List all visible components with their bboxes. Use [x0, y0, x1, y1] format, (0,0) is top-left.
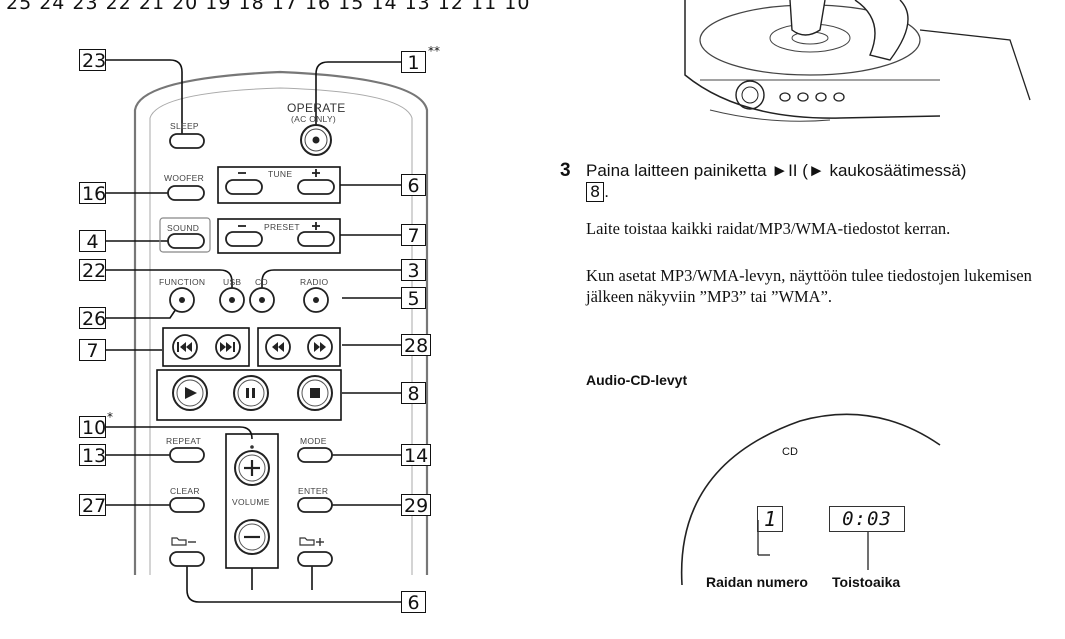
label-enter: ENTER: [298, 486, 329, 496]
label-ac-only: (AC ONLY): [291, 114, 337, 124]
callout-23: 23: [79, 49, 106, 72]
callout-1-mark: **: [428, 44, 440, 58]
label-tune: TUNE: [268, 169, 293, 179]
remote-illustration: [104, 59, 429, 603]
callout-6a: 6: [401, 174, 426, 197]
callout-5: 5: [401, 287, 426, 310]
top-callout-row: 25 24 23 22 21 20 19 18 17 16 15 14 13 1…: [6, 0, 531, 14]
paragraph-2: Kun asetat MP3/WMA-levyn, näyttöön tulee…: [586, 266, 1032, 306]
step-number: 3: [560, 160, 571, 181]
label-woofer: WOOFER: [164, 173, 205, 183]
label-radio: RADIO: [300, 277, 329, 287]
display-cd-label: CD: [782, 446, 798, 458]
label-preset: PRESET: [264, 222, 300, 232]
display-play-time: 0:03: [829, 506, 905, 532]
label-mode: MODE: [300, 436, 327, 446]
callout-13: 13: [79, 444, 106, 467]
label-operate: OPERATE: [287, 101, 346, 115]
section-heading: Audio-CD-levyt: [586, 372, 688, 388]
step-ref-box: 8: [586, 182, 605, 202]
callout-14: 14: [401, 444, 431, 467]
display-outline: [680, 413, 941, 586]
label-volume: VOLUME: [232, 497, 270, 507]
callout-16: 16: [79, 182, 106, 205]
callout-4: 4: [79, 230, 106, 253]
callout-26: 26: [79, 307, 106, 330]
callout-7b: 7: [79, 339, 106, 362]
step-text-a: Paina laitteen painiketta ►II (: [586, 161, 808, 180]
callout-10-mark: *: [107, 410, 113, 424]
callout-22: 22: [79, 259, 106, 282]
label-usb: USB: [223, 277, 242, 287]
label-sound: SOUND: [167, 223, 200, 233]
step-text-b: kaukosäätimessä): [824, 161, 967, 180]
display-track-number: 1: [757, 506, 783, 532]
callout-8: 8: [401, 382, 426, 405]
callout-1: 1: [401, 51, 426, 74]
callout-3: 3: [401, 259, 426, 282]
cd-player-illustration: [684, 0, 1031, 122]
label-function: FUNCTION: [159, 277, 206, 287]
label-cd: CD: [255, 277, 268, 287]
paragraph-1: Laite toistaa kaikki raidat/MP3/WMA-tied…: [586, 219, 951, 238]
label-repeat: REPEAT: [166, 436, 202, 446]
play-triangle-icon: ►: [807, 161, 825, 180]
callout-6b: 6: [401, 591, 426, 614]
callout-27: 27: [79, 494, 106, 517]
label-clear: CLEAR: [170, 486, 200, 496]
step-instruction: Paina laitteen painiketta ►II (► kaukosä…: [586, 161, 967, 202]
caption-play-time: Toistoaika: [832, 574, 901, 590]
callout-29: 29: [401, 494, 431, 517]
label-sleep: SLEEP: [170, 121, 199, 131]
callout-10: 10: [79, 416, 106, 439]
callout-28: 28: [401, 334, 431, 357]
callout-7a: 7: [401, 224, 426, 247]
caption-track-number: Raidan numero: [706, 574, 808, 590]
